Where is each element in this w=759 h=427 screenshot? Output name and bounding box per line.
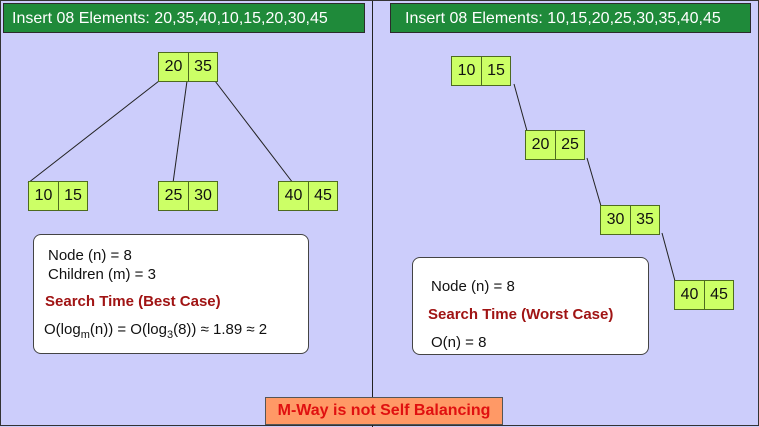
- tree-node-root: 20 35: [158, 52, 218, 82]
- edge-chain-2: [586, 157, 602, 207]
- chain-node-4: 40 45: [674, 280, 734, 310]
- right-panel-header: Insert 08 Elements: 10,15,20,25,30,35,40…: [390, 3, 751, 33]
- node-key: 45: [704, 281, 733, 309]
- edge-root-child-1: [27, 80, 160, 184]
- conclusion-banner: M-Way is not Self Balancing: [265, 397, 503, 425]
- chain-node-2: 20 25: [525, 130, 585, 160]
- tree-node-child-2: 25 30: [158, 181, 218, 211]
- node-key: 35: [188, 53, 217, 81]
- worst-case-title: Search Time (Worst Case): [428, 306, 614, 323]
- node-key: 10: [457, 62, 476, 79]
- chain-node-3: 30 35: [600, 205, 660, 235]
- best-case-formula: O(logm(n)) = O(log3(8)) ≈ 1.89 ≈ 2: [44, 321, 267, 341]
- node-key: 45: [308, 182, 337, 210]
- best-case-info-box: Node (n) = 8 Children (m) = 3 Search Tim…: [33, 234, 309, 354]
- node-key: 15: [58, 182, 87, 210]
- edge-chain-3: [661, 232, 676, 282]
- chain-node-1: 10 15: [451, 56, 511, 86]
- node-key: 40: [680, 286, 699, 303]
- node-key: 30: [188, 182, 217, 210]
- node-key: 35: [630, 206, 659, 234]
- node-key: 20: [531, 136, 550, 153]
- node-key: 15: [481, 57, 510, 85]
- node-key: 10: [34, 187, 53, 204]
- formula-part: O(log: [44, 321, 81, 338]
- node-key: 25: [164, 187, 183, 204]
- formula-part: (n)) = O(log: [89, 321, 167, 338]
- best-case-title: Search Time (Best Case): [45, 293, 221, 310]
- left-panel-header: Insert 08 Elements: 20,35,40,10,15,20,30…: [3, 3, 365, 33]
- node-key: 20: [164, 58, 183, 75]
- children-count-label: Children (m) = 3: [48, 266, 156, 283]
- node-key: 25: [555, 131, 584, 159]
- node-key: 40: [284, 187, 303, 204]
- tree-node-child-1: 10 15: [28, 181, 88, 211]
- edge-root-child-3: [214, 80, 294, 184]
- formula-subscript: 3: [166, 329, 174, 341]
- edge-chain-1: [513, 83, 528, 132]
- formula-subscript: m: [80, 329, 90, 341]
- formula-part: (8)) ≈ 1.89 ≈ 2: [173, 321, 268, 338]
- node-count-label: Node (n) = 8: [48, 247, 132, 264]
- node-count-label: Node (n) = 8: [431, 278, 515, 295]
- worst-case-info-box: Node (n) = 8 Search Time (Worst Case) O(…: [412, 257, 649, 355]
- worst-case-formula: O(n) = 8: [431, 334, 487, 351]
- node-key: 30: [606, 211, 625, 228]
- tree-node-child-3: 40 45: [278, 181, 338, 211]
- edge-root-child-2: [172, 80, 188, 184]
- panel-divider: [372, 1, 373, 427]
